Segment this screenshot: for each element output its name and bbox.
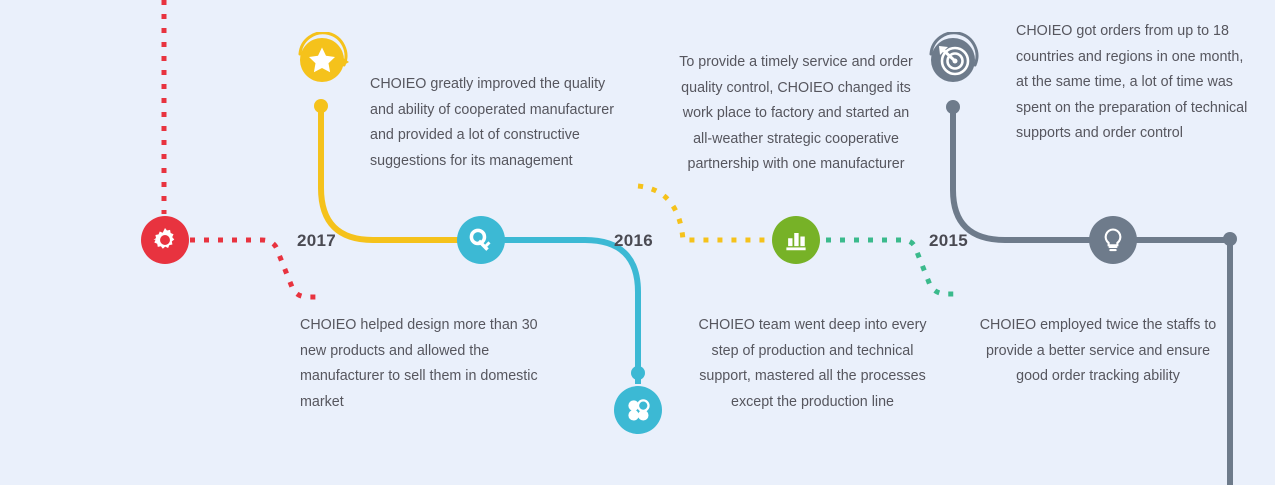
milestone-note-bulb: CHOIEO employed twice the staffs to prov… [979, 317, 1217, 384]
clover-icon [628, 399, 650, 421]
milestone-node-chart[interactable] [772, 216, 820, 264]
key-icon [469, 228, 491, 251]
milestone-node-clover[interactable] [614, 386, 662, 434]
connector-dot-gray [946, 100, 960, 114]
milestone-node-star[interactable] [294, 32, 350, 88]
milestone-note-key: CHOIEO helped design more than 30 new pr… [300, 317, 538, 410]
year-label-2017: 2017 [297, 231, 337, 250]
milestone-node-key[interactable] [457, 216, 505, 264]
star-badge-icon [298, 32, 349, 82]
gear-icon [153, 228, 175, 249]
bar-chart-icon [786, 233, 806, 251]
milestone-note-clover: To provide a timely service and order qu… [679, 54, 913, 172]
lightbulb-icon [1104, 228, 1122, 252]
connector-dot-teal [631, 366, 645, 380]
milestone-note-star: CHOIEO greatly improved the quality and … [370, 76, 614, 169]
target-badge-icon [929, 32, 979, 82]
connector-gray-solid [950, 107, 1233, 485]
connector-yellow-dotted [637, 183, 772, 243]
connector-dot-yellow [314, 99, 328, 113]
milestone-note-target: CHOIEO got orders from up to 18 countrie… [1016, 23, 1248, 141]
milestone-node-target[interactable] [925, 32, 981, 88]
milestone-note-chart: CHOIEO team went deep into every step of… [698, 317, 927, 410]
year-label-2015: 2015 [929, 231, 969, 250]
connector-dot-gray-end [1223, 232, 1237, 246]
milestone-node-gear[interactable] [141, 216, 189, 264]
milestone-node-bulb[interactable] [1089, 216, 1137, 264]
year-label-2016: 2016 [614, 231, 654, 250]
